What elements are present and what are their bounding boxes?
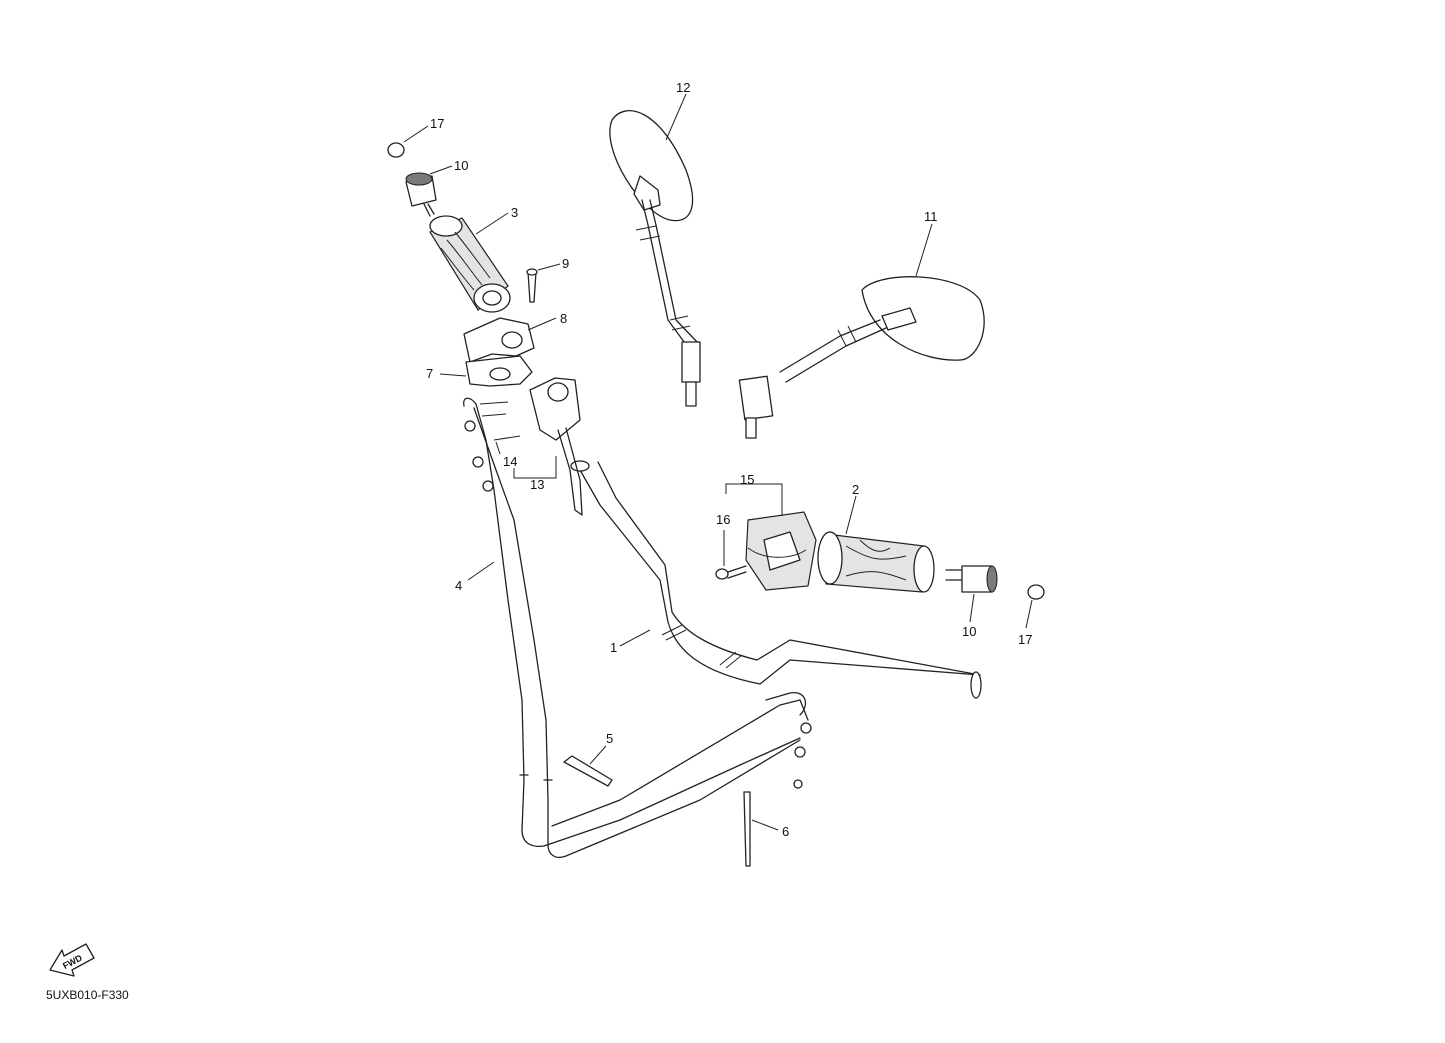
callout-12: 12 bbox=[676, 80, 690, 95]
left-grip-end bbox=[405, 172, 437, 217]
left-mirror bbox=[609, 110, 701, 407]
callout-16: 16 bbox=[716, 512, 730, 527]
callout-13: 13 bbox=[530, 477, 544, 492]
throttle-cables bbox=[463, 397, 812, 859]
lever-screw bbox=[526, 268, 538, 303]
right-switch-screw bbox=[715, 565, 747, 580]
right-mirror bbox=[738, 276, 985, 439]
callout-labels: 17 10 3 9 8 7 14 13 4 5 6 1 12 11 15 16 … bbox=[426, 80, 1032, 839]
fwd-arrow: FWD bbox=[49, 943, 95, 977]
right-end-screw bbox=[1027, 584, 1045, 600]
callout-10-left: 10 bbox=[454, 158, 468, 173]
callout-17-left: 17 bbox=[430, 116, 444, 131]
leader-lines bbox=[403, 93, 1033, 831]
callout-9: 9 bbox=[562, 256, 569, 271]
left-grip bbox=[429, 215, 511, 313]
callout-8: 8 bbox=[560, 311, 567, 326]
right-switch bbox=[745, 511, 817, 591]
callout-11: 11 bbox=[924, 209, 938, 224]
callout-17-right: 17 bbox=[1018, 632, 1032, 647]
callout-7: 7 bbox=[426, 366, 433, 381]
right-grip bbox=[817, 531, 935, 593]
callout-3: 3 bbox=[511, 205, 518, 220]
callout-1: 1 bbox=[610, 640, 617, 655]
callout-6: 6 bbox=[782, 824, 789, 839]
cable-band bbox=[563, 755, 613, 787]
callout-10-right: 10 bbox=[962, 624, 976, 639]
left-end-screw bbox=[387, 142, 405, 158]
left-switch bbox=[529, 377, 583, 516]
callout-15: 15 bbox=[740, 472, 754, 487]
right-grip-end bbox=[945, 565, 998, 593]
cable-tie bbox=[743, 791, 751, 867]
diagram-code: 5UXB010-F330 bbox=[46, 988, 129, 1002]
callout-5: 5 bbox=[606, 731, 613, 746]
callout-4: 4 bbox=[455, 578, 462, 593]
throttle-housing bbox=[463, 317, 535, 387]
callout-2: 2 bbox=[852, 482, 859, 497]
handlebar bbox=[570, 460, 982, 699]
callout-14: 14 bbox=[503, 454, 517, 469]
